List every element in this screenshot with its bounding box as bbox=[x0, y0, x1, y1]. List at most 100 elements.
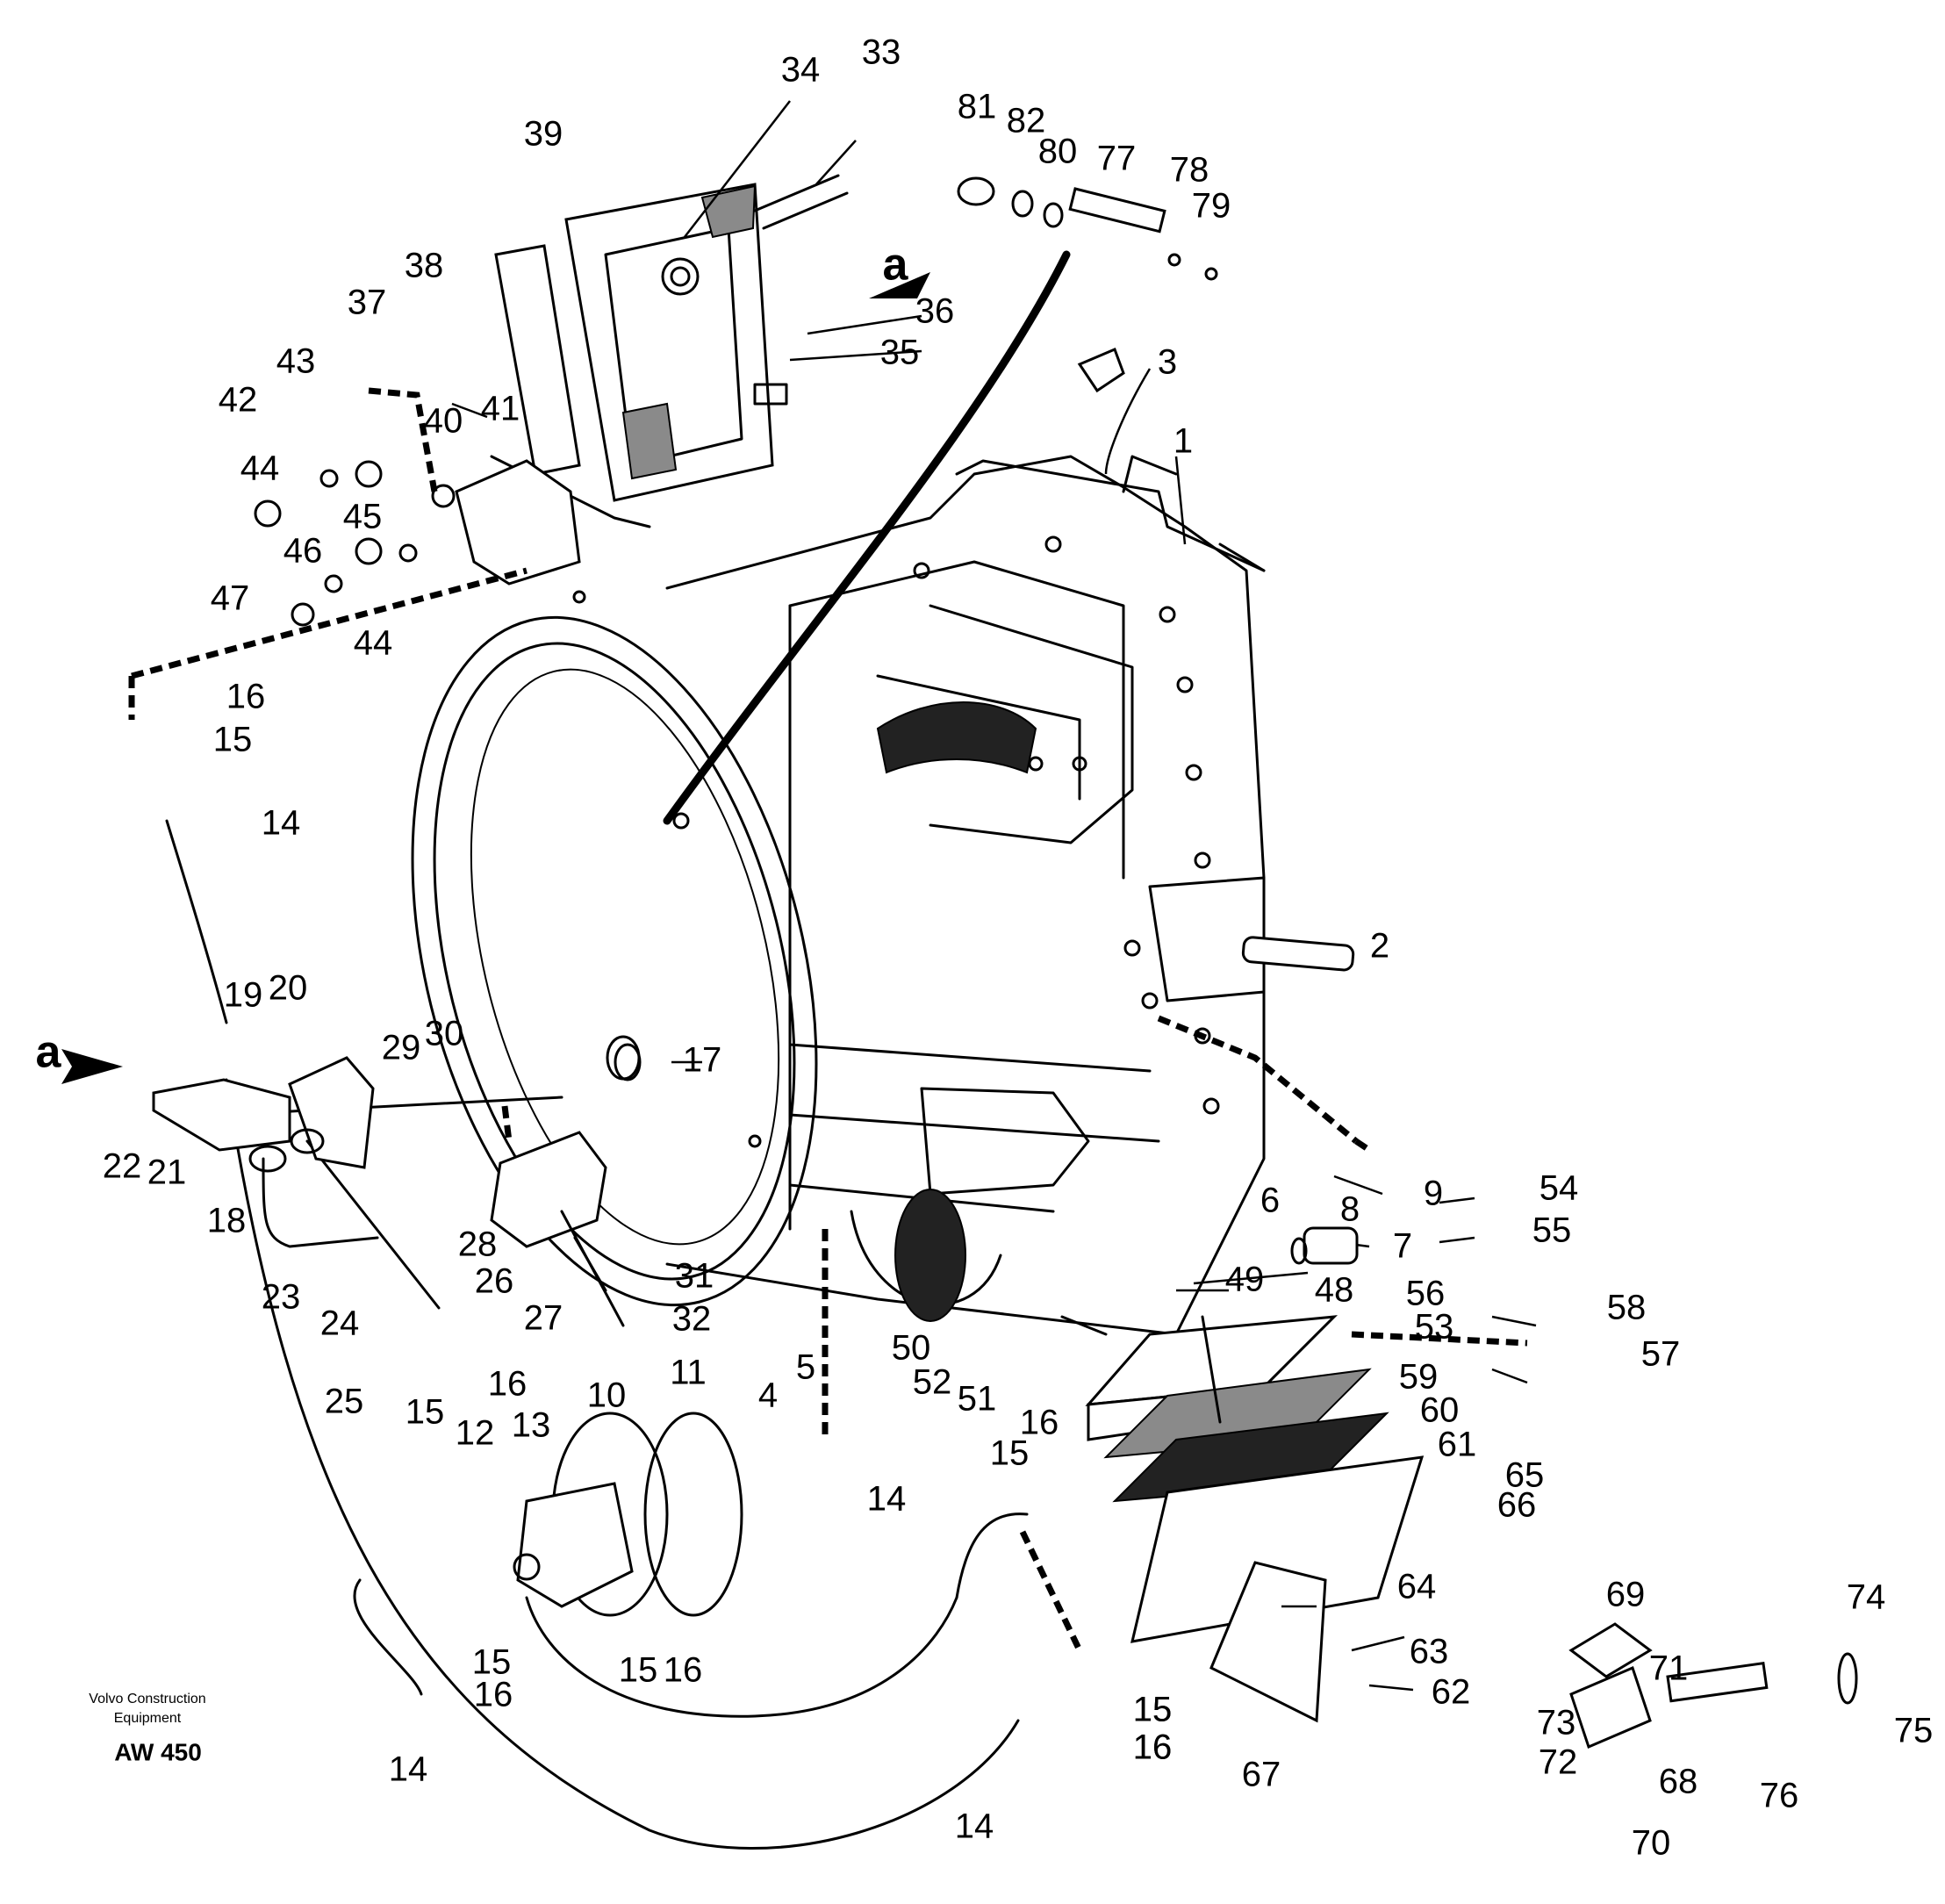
rod-77-assembly bbox=[957, 176, 1218, 281]
callout-45: 45 bbox=[343, 498, 383, 536]
callout-15-e: 15 bbox=[990, 1434, 1030, 1473]
callout-16-e: 16 bbox=[1020, 1404, 1059, 1442]
callout-36: 36 bbox=[915, 292, 955, 331]
callout-27: 27 bbox=[524, 1299, 563, 1338]
callout-15-d: 15 bbox=[619, 1651, 658, 1690]
callout-8: 8 bbox=[1340, 1190, 1360, 1229]
svg-text:a: a bbox=[36, 1027, 62, 1078]
callout-57: 57 bbox=[1641, 1335, 1681, 1374]
caption-code: AW 450 bbox=[114, 1738, 202, 1765]
housing-bolt-holes bbox=[572, 535, 1220, 1148]
callout-40: 40 bbox=[424, 402, 463, 441]
callout-72: 72 bbox=[1539, 1743, 1578, 1782]
transmission-housing bbox=[411, 455, 1266, 1336]
callout-3: 3 bbox=[1158, 343, 1177, 382]
callout-46: 46 bbox=[283, 532, 323, 571]
callout-9: 9 bbox=[1424, 1175, 1443, 1213]
pipe-18-assembly bbox=[152, 1056, 375, 1173]
callout-16-a: 16 bbox=[226, 678, 266, 716]
callout-64: 64 bbox=[1397, 1568, 1437, 1606]
callout-labels: 1 2 3 4 5 6 7 8 9 10 11 12 13 14 14 14 1… bbox=[103, 33, 1934, 1863]
callout-37: 37 bbox=[348, 284, 387, 322]
callout-59: 59 bbox=[1399, 1358, 1439, 1397]
callout-31: 31 bbox=[675, 1257, 714, 1296]
callout-14-d: 14 bbox=[955, 1807, 994, 1846]
section-marker-a-top: a bbox=[869, 240, 930, 298]
callout-35: 35 bbox=[880, 334, 920, 372]
callout-15-f: 15 bbox=[1133, 1691, 1173, 1729]
callout-75: 75 bbox=[1894, 1712, 1934, 1750]
dashed-leaders bbox=[128, 387, 1528, 1652]
callout-10: 10 bbox=[587, 1376, 627, 1415]
callout-77: 77 bbox=[1097, 140, 1137, 178]
caption-maker-line-1: Volvo Construction bbox=[89, 1692, 205, 1706]
callout-6: 6 bbox=[1260, 1182, 1280, 1220]
callout-39: 39 bbox=[524, 115, 563, 154]
callout-15-b: 15 bbox=[406, 1393, 445, 1432]
callout-4: 4 bbox=[758, 1376, 778, 1415]
callout-70: 70 bbox=[1632, 1824, 1671, 1863]
callout-5: 5 bbox=[796, 1348, 815, 1387]
callout-55: 55 bbox=[1532, 1211, 1572, 1250]
callout-50: 50 bbox=[892, 1329, 931, 1368]
callout-49: 49 bbox=[1225, 1261, 1265, 1299]
callout-1: 1 bbox=[1173, 422, 1193, 461]
callout-62: 62 bbox=[1432, 1673, 1471, 1712]
callout-29: 29 bbox=[382, 1029, 421, 1067]
callout-22: 22 bbox=[103, 1147, 142, 1186]
callout-58: 58 bbox=[1607, 1289, 1647, 1327]
callout-26: 26 bbox=[475, 1262, 514, 1301]
callout-73: 73 bbox=[1537, 1704, 1576, 1742]
callout-51: 51 bbox=[958, 1380, 997, 1419]
callout-60: 60 bbox=[1420, 1391, 1460, 1430]
callout-13: 13 bbox=[512, 1406, 551, 1445]
callout-17: 17 bbox=[683, 1041, 722, 1080]
callout-14-c: 14 bbox=[389, 1750, 428, 1789]
callout-65: 65 bbox=[1505, 1456, 1545, 1495]
callout-11: 11 bbox=[670, 1354, 707, 1392]
callout-56: 56 bbox=[1406, 1275, 1446, 1313]
section-marker-a-left: a bbox=[36, 1027, 123, 1084]
callout-44-a: 44 bbox=[240, 449, 280, 488]
callout-16-d: 16 bbox=[664, 1651, 703, 1690]
callout-12: 12 bbox=[456, 1414, 495, 1453]
callout-21: 21 bbox=[147, 1153, 187, 1192]
callout-16-g: 16 bbox=[1133, 1728, 1173, 1767]
callout-67: 67 bbox=[1242, 1756, 1281, 1794]
callout-15-g: 15 bbox=[1133, 1691, 1173, 1729]
callout-41: 41 bbox=[481, 390, 520, 428]
callout-54: 54 bbox=[1539, 1169, 1579, 1208]
caption-maker-line-2: Equipment bbox=[114, 1711, 182, 1726]
callout-38: 38 bbox=[405, 247, 444, 285]
callout-14-b: 14 bbox=[867, 1480, 907, 1519]
callout-24: 24 bbox=[320, 1304, 360, 1343]
callout-16-b: 16 bbox=[488, 1365, 528, 1404]
callout-leaders bbox=[451, 100, 1537, 1692]
callout-28: 28 bbox=[458, 1225, 498, 1264]
callout-32: 32 bbox=[672, 1300, 712, 1339]
misc-fittings bbox=[614, 348, 1359, 1265]
callout-14-e: 14 bbox=[867, 1480, 907, 1519]
callout-23: 23 bbox=[262, 1278, 301, 1317]
callout-81: 81 bbox=[958, 88, 997, 126]
callout-25: 25 bbox=[325, 1383, 364, 1421]
callout-80: 80 bbox=[1038, 133, 1078, 171]
callout-52: 52 bbox=[913, 1363, 952, 1402]
callout-61: 61 bbox=[1438, 1426, 1477, 1464]
callout-15-a: 15 bbox=[213, 721, 253, 759]
lower-right-detail bbox=[1568, 1622, 1858, 1750]
callout-43: 43 bbox=[276, 342, 316, 381]
callout-34: 34 bbox=[781, 51, 821, 90]
callout-82: 82 bbox=[1007, 102, 1046, 140]
callout-74: 74 bbox=[1847, 1578, 1886, 1617]
callout-15-c: 15 bbox=[472, 1643, 512, 1682]
callout-48: 48 bbox=[1315, 1271, 1354, 1310]
callout-42: 42 bbox=[219, 381, 258, 420]
callout-76: 76 bbox=[1760, 1777, 1799, 1815]
callout-78: 78 bbox=[1170, 151, 1209, 190]
callout-33: 33 bbox=[862, 33, 901, 72]
callout-19: 19 bbox=[224, 976, 263, 1015]
callout-16-f: 16 bbox=[1133, 1728, 1173, 1767]
callout-63: 63 bbox=[1410, 1633, 1449, 1671]
